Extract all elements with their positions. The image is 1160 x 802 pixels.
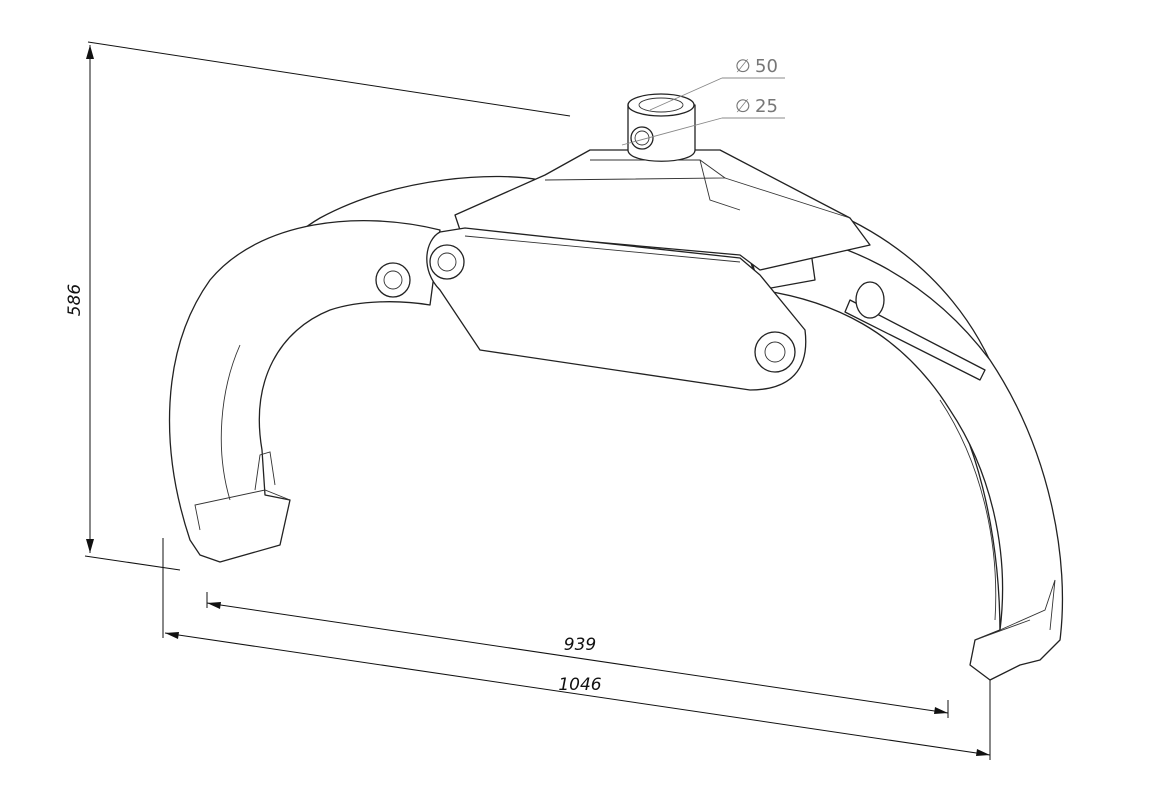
pin-diameter-label: 25 [755,96,778,117]
height-label: 586 [65,284,85,317]
height-dimension: 586 [65,41,571,571]
rotator-collar [627,93,696,162]
diameter-symbol: ∅ [735,56,751,77]
cylinder-rod [844,299,986,381]
right-jaw [739,229,1064,681]
outer-diameter-callout: ∅ 50 [649,56,785,111]
pin-diameter-callout: ∅ 25 [621,96,785,146]
outer-width-label: 1046 [558,675,601,695]
inner-width-label: 939 [564,635,596,655]
cylinder-end [855,281,885,319]
pin-left [375,262,411,298]
outer-diameter-label: 50 [755,56,778,77]
inner-width-dimension: 939 [206,592,949,718]
left-jaw [168,219,441,563]
pin-right [754,331,796,373]
outer-width-dimension: 1046 [162,538,991,760]
diameter-symbol: ∅ [735,96,751,117]
center-plate [426,227,807,391]
pin-center [429,244,465,280]
